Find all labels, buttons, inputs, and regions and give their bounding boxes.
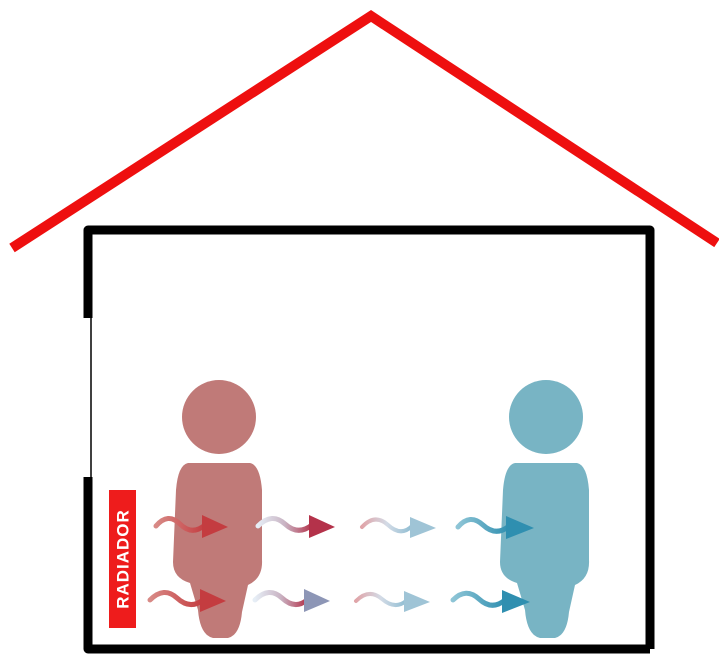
wavy-arrow-icon	[362, 517, 436, 538]
warm-person-head	[182, 380, 256, 454]
cool-person-body	[500, 463, 589, 638]
roof-line	[12, 16, 717, 248]
wavy-arrow-icon	[453, 590, 530, 613]
wavy-arrow-icon	[255, 589, 330, 612]
wavy-arrow-icon	[356, 591, 430, 612]
wavy-arrow-icon	[258, 515, 335, 538]
cool-person-head	[509, 380, 583, 454]
radiator: RADIADOR	[109, 490, 136, 628]
radiator-label: RADIADOR	[114, 509, 133, 609]
warm-person-body	[173, 463, 262, 638]
